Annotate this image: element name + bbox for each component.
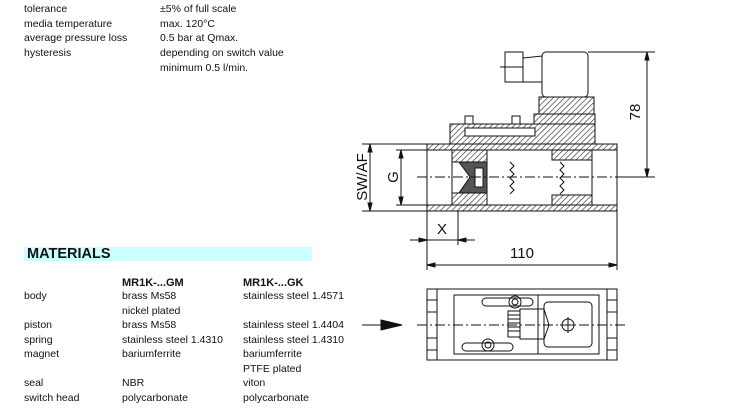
spec-value: max. 120°C (160, 18, 215, 30)
column-header-gm: MR1K-...GM (122, 277, 184, 289)
material-value-gk: stainless steel 1.4310 (243, 334, 344, 346)
spec-label: hysteresis (24, 47, 72, 59)
material-row-label: body (24, 290, 47, 302)
material-value-gm: bariumferrite (122, 348, 181, 360)
dimension-x (410, 211, 475, 270)
dimension-g (396, 149, 452, 206)
material-value-gm: brass Ms58 (122, 290, 177, 302)
top-view (362, 288, 628, 361)
dimension-78 (588, 51, 655, 178)
dim-label-g: G (385, 171, 402, 183)
material-value-gk: viton (243, 377, 266, 389)
dimension-sw-af (362, 143, 427, 212)
material-value-gm: NBR (122, 377, 145, 389)
material-row-label: switch head (24, 392, 80, 404)
material-row-label: seal (24, 377, 44, 389)
section-heading-band (24, 247, 312, 261)
spec-label: media temperature (24, 18, 113, 30)
material-value-gm: polycarbonate (122, 392, 188, 404)
dim-label-x: X (437, 221, 447, 238)
spec-value: 0.5 bar at Qmax. (160, 32, 239, 44)
switch-housing (449, 51, 596, 145)
material-value-gk: PTFE plated (243, 363, 302, 375)
material-row-label: magnet (24, 348, 60, 360)
materials-heading: MATERIALS (27, 246, 111, 262)
spec-label: tolerance (24, 3, 68, 15)
dim-label-110: 110 (510, 245, 534, 262)
material-value-gk: stainless steel 1.4571 (243, 290, 344, 302)
material-value-gm: stainless steel 1.4310 (122, 334, 223, 346)
flow-arrow-head-icon (380, 319, 403, 331)
material-row-label: piston (24, 319, 53, 331)
spec-value: depending on switch value (160, 47, 284, 59)
material-value-gm: brass Ms58 (122, 319, 177, 331)
dim-label-sw-af: SW/AF (354, 153, 371, 201)
material-row-label: spring (24, 334, 53, 346)
material-value-gm: nickel plated (122, 305, 181, 317)
material-value-gk: stainless steel 1.4404 (243, 319, 344, 331)
spec-label: average pressure loss (24, 32, 128, 44)
dimension-110 (426, 211, 618, 270)
dim-label-78: 78 (627, 104, 644, 121)
spec-value: minimum 0.5 l/min. (160, 62, 249, 74)
material-value-gk: polycarbonate (243, 392, 309, 404)
spec-value: ±5% of full scale (160, 3, 237, 15)
column-header-gk: MR1K-...GK (243, 277, 304, 289)
material-value-gk: bariumferrite (243, 348, 302, 360)
